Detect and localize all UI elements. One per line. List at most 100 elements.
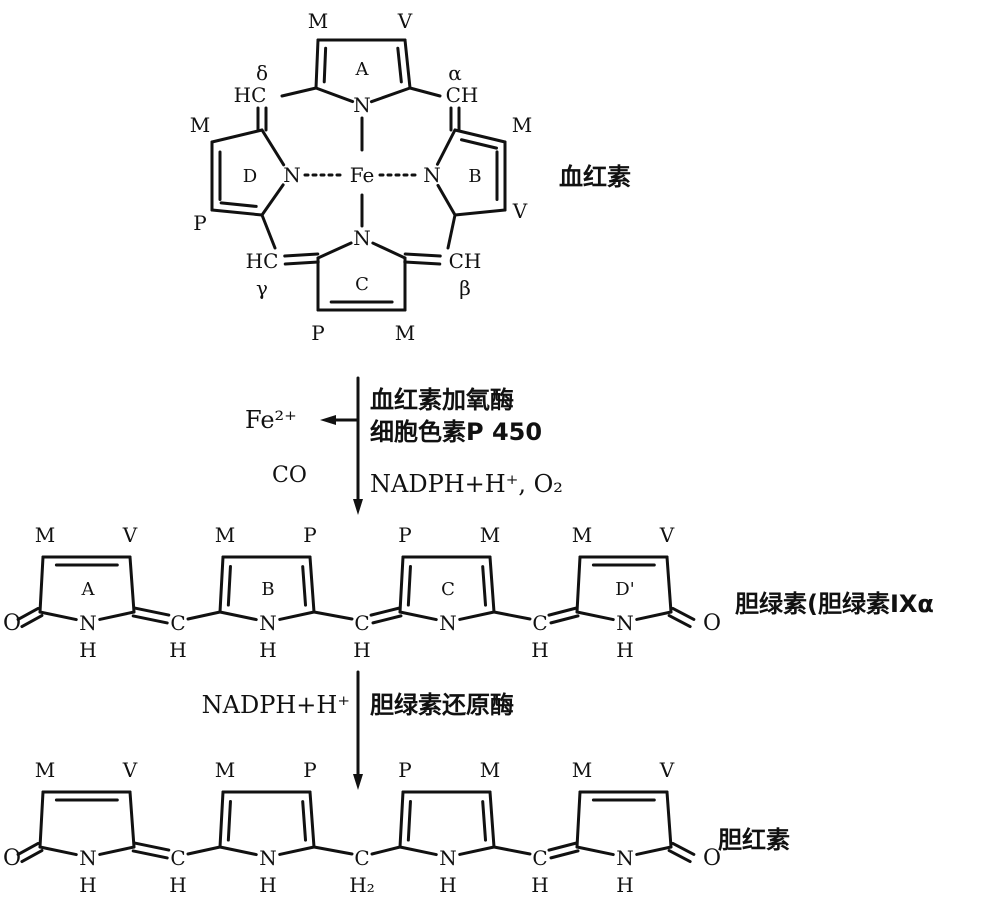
ring-label: A <box>81 579 96 600</box>
bridge-double-bond <box>133 841 171 852</box>
bridge-double-bond <box>131 849 169 860</box>
ring-c-label: C <box>355 274 369 295</box>
bridge-carbon: C <box>354 846 369 870</box>
ring-bond <box>38 790 45 849</box>
bridge-double-bond <box>547 841 578 852</box>
biliverdin-name: 胆绿素(胆绿素IXα <box>735 590 934 618</box>
bridge-hydrogen: H <box>531 873 548 897</box>
bond <box>210 128 264 144</box>
ring-bond <box>575 845 615 857</box>
substituent: M <box>215 523 235 547</box>
ring-a-bond <box>314 38 320 90</box>
ring-bond <box>488 790 496 849</box>
heme-name: 血红素 <box>559 163 631 191</box>
ring-a-bond <box>369 86 412 104</box>
inner-double-bond <box>481 565 488 607</box>
substituent: M <box>572 758 592 782</box>
bonds <box>16 38 696 864</box>
bridge-hydrogen: H <box>169 873 186 897</box>
nitrogen-atom: N <box>259 846 277 870</box>
carbonyl-bond <box>16 841 40 856</box>
substituent-v: V <box>512 199 528 223</box>
bond <box>453 208 507 217</box>
product-fe2: Fe²⁺ <box>245 406 297 434</box>
bridge-double-bond <box>549 614 580 625</box>
nitrogen-atom: N <box>79 611 97 635</box>
ring-bond <box>635 610 673 621</box>
bridge-double-bond <box>549 849 580 860</box>
arrowhead-icon <box>353 499 363 515</box>
ring-label: B <box>261 579 274 600</box>
bridge-double-bond <box>547 606 578 617</box>
enzyme-biliverdin-reductase: 胆绿素还原酶 <box>370 691 514 719</box>
substituent: M <box>572 523 592 547</box>
ring-bond <box>38 555 45 614</box>
nitrogen-atom: N <box>259 611 277 635</box>
substituent-v: V <box>397 9 413 33</box>
substituent-p: P <box>311 321 324 345</box>
ring-bond <box>218 845 258 857</box>
iron-atom: Fe <box>350 163 375 187</box>
ring-bond <box>575 555 582 614</box>
nitrogen-atom: N <box>616 611 634 635</box>
ring-bond <box>218 790 225 849</box>
bridge-hydrogen: H <box>353 638 370 662</box>
bridge-carbon: C <box>170 846 185 870</box>
substituent-m: M <box>190 113 210 137</box>
ring-bond <box>575 790 582 849</box>
bond <box>436 183 457 217</box>
carbonyl-bond <box>667 614 692 629</box>
oxygen-atom: O <box>3 846 21 871</box>
inner-double-bond <box>226 800 232 842</box>
alpha-label: α <box>448 61 462 85</box>
delta-label: δ <box>256 61 268 85</box>
inner-double-bond <box>396 46 403 84</box>
ring-bond <box>665 555 673 614</box>
double-bond <box>403 252 442 258</box>
substituent: P <box>398 523 411 547</box>
bridge-carbon: C <box>170 611 185 635</box>
bridge-bond <box>312 845 354 856</box>
nitrogen-atom: N <box>439 846 457 870</box>
bridge-hydrogen: H <box>169 638 186 662</box>
carbonyl-bond <box>667 849 692 864</box>
substituent-m: M <box>308 9 328 33</box>
substituent: V <box>122 523 138 547</box>
bond <box>260 183 285 217</box>
arrowhead-icon <box>320 415 336 425</box>
carbonyl-bond <box>16 606 40 621</box>
enzyme-cytochrome-p450: 细胞色素P 450 <box>370 418 542 446</box>
substituent: V <box>659 758 675 782</box>
bridge-hydrogens: H₂ <box>349 873 374 897</box>
ring-bond <box>218 610 258 622</box>
methine-ch: CH <box>446 83 479 107</box>
methine-ch: CH <box>449 249 482 273</box>
double-bond <box>283 252 320 258</box>
bridge-bond <box>370 845 402 856</box>
substituent: P <box>303 758 316 782</box>
methine-hc: HC <box>234 83 267 107</box>
hydrogen-atom: H <box>439 873 456 897</box>
arrowhead-icon <box>353 774 363 790</box>
ring-a-bond <box>314 86 355 104</box>
bridge-hydrogen: H <box>531 638 548 662</box>
inner-double-bond <box>322 46 328 84</box>
ring-a-label: A <box>355 59 370 80</box>
ring-bond <box>308 790 316 849</box>
ring-bond <box>458 845 496 856</box>
double-bond <box>403 260 442 266</box>
bridge-double-bond <box>133 606 171 617</box>
bridge-carbon: C <box>532 611 547 635</box>
ring-bond <box>278 610 316 621</box>
ring-bond <box>128 790 136 849</box>
cofactor-nadph-o2: NADPH+H⁺, O₂ <box>370 470 563 498</box>
ring-bond <box>665 790 673 849</box>
substituent: M <box>215 758 235 782</box>
ring-bond <box>458 610 496 621</box>
enzyme-heme-oxygenase: 血红素加氧酶 <box>370 386 514 414</box>
substituent: M <box>35 758 55 782</box>
hydrogen-atom: H <box>79 873 96 897</box>
ring-bond <box>398 845 438 857</box>
